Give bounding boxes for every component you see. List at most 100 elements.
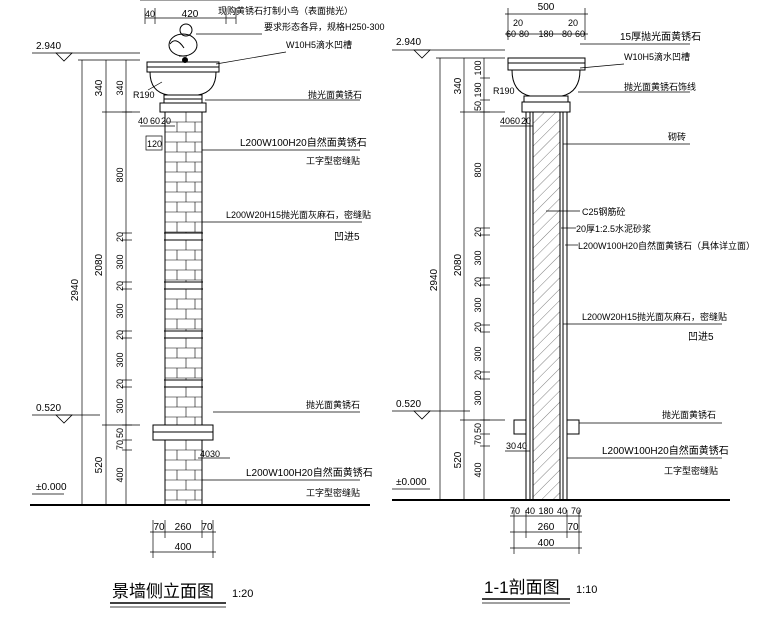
sect-note-cornice: 抛光面黄锈石饰线 <box>624 81 696 92</box>
sect-dim-upper: 340 <box>453 77 464 94</box>
sect-dim-80a: 80 <box>519 29 529 39</box>
elev-inner-dim: 70 <box>115 440 125 450</box>
sect-bottom-70c: 70 <box>567 522 579 533</box>
elev-level-mid: 0.520 <box>36 403 61 414</box>
sect-inner-dim: 50 <box>473 423 483 433</box>
sect-dim-30s: 30 <box>506 441 516 451</box>
elev-column-body <box>164 111 203 506</box>
elev-title-block: 景墙侧立面图 1:20 <box>110 582 253 608</box>
note-bird-1: 现购黄锈石打制小鸟（表面抛光） <box>218 5 353 16</box>
elev-bottom-400: 400 <box>175 542 192 553</box>
elev-inner-dim: 20 <box>115 232 125 242</box>
sect-column-body <box>525 111 568 501</box>
sect-bottom-40a: 40 <box>525 506 535 516</box>
elev-inner-dim: 20 <box>115 379 125 389</box>
sect-top-dimensions: 500 20 20 60 80 180 80 60 <box>505 2 588 40</box>
elev-inner-dim: 340 <box>115 80 125 95</box>
elev-dim-40s: 40 <box>138 116 148 126</box>
sect-dim-60s: 60 <box>510 116 520 126</box>
elev-radius: R190 <box>133 90 155 100</box>
elev-bottom-260: 260 <box>175 522 192 533</box>
note-stone-2: L200W100H20自然面黄锈石 <box>246 466 373 479</box>
sect-note-granite-1: L200W20H15抛光面灰麻石，密缝贴 <box>582 311 727 322</box>
sect-dim-40s: 40 <box>500 116 510 126</box>
note-band: 抛光面黄锈石 <box>306 399 360 410</box>
elev-scale: 1:20 <box>232 588 253 600</box>
sect-cap: R190 <box>493 57 586 113</box>
sect-small-dimensions: 40 60 20 30 40 <box>500 116 533 452</box>
sect-level-top: 2.940 <box>396 37 421 48</box>
elev-small-dimensions: 40 60 20 120 40 30 <box>138 116 230 459</box>
sect-dim-body: 2080 <box>453 253 464 276</box>
sect-inner-dim: 300 <box>473 346 483 361</box>
elev-level-top: 2.940 <box>36 41 61 52</box>
note-bird-2: 要求形态各异，规格H250-300 <box>264 21 385 32</box>
note-granite-1: L200W20H15抛光面灰麻石，密缝贴 <box>226 209 371 220</box>
elev-dim-40b: 40 <box>200 449 210 459</box>
elev-dim-60s: 60 <box>150 116 160 126</box>
bird-ornament <box>168 23 198 63</box>
note-joint-2: 工字型密缝贴 <box>306 487 360 498</box>
sect-dim-40b: 40 <box>517 441 527 451</box>
sect-title: 1-1剖面图 <box>484 578 560 597</box>
note-joint-1: 工字型密缝贴 <box>306 155 360 166</box>
note-cap: 抛光面黄锈石 <box>308 89 362 100</box>
sect-dim-lower: 520 <box>453 451 464 468</box>
elev-notes: 现购黄锈石打制小鸟（表面抛光） 要求形态各异，规格H250-300 W10H5滴… <box>196 5 385 498</box>
sect-inner-dim: 20 <box>473 370 483 380</box>
sect-note-stone-1: L200W100H20自然面黄锈石（具体详立面） <box>578 240 755 251</box>
sect-inner-dim: 190 <box>473 82 483 97</box>
elev-inner-dim: 800 <box>115 167 125 182</box>
elev-base-band <box>152 424 214 441</box>
elev-dim-40: 40 <box>145 9 155 19</box>
sect-bottom-400: 400 <box>538 538 555 549</box>
elev-inner-dim: 300 <box>115 398 125 413</box>
sect-inner-dim: 400 <box>473 462 483 477</box>
sect-inner-dim: 20 <box>473 227 483 237</box>
sect-note-concrete: C25钢筋砼 <box>582 206 626 217</box>
sect-note-recess-1: 凹进5 <box>688 331 714 343</box>
sect-dim-total: 2940 <box>429 268 440 291</box>
elev-inner-dim: 20 <box>115 330 125 340</box>
elev-outer-dimensions: 2940 340 2080 520 <box>70 59 140 506</box>
sect-dim-20s: 20 <box>521 116 531 126</box>
elev-inner-dim: 50 <box>115 428 125 438</box>
sect-inner-dim: 800 <box>473 162 483 177</box>
elev-inner-dim: 400 <box>115 467 125 482</box>
sect-dim-20b: 20 <box>568 18 578 28</box>
elev-inner-dim: 20 <box>115 281 125 291</box>
sect-note-stone-2: L200W100H20自然面黄锈石 <box>602 444 729 457</box>
elevation-view: 500 420 40 2.940 0.520 ±0.000 2940 340 2… <box>30 0 385 608</box>
sect-outer-dimensions: 2940 340 2080 520 <box>429 57 505 501</box>
sect-bottom-180: 180 <box>538 506 553 516</box>
elev-level-markers: 2.940 0.520 ±0.000 <box>32 41 140 495</box>
sect-note-cap: 15厚抛光面黄锈石 <box>620 30 701 43</box>
elev-top-dimensions: 500 420 40 <box>140 0 240 24</box>
sect-inner-dim: 20 <box>473 322 483 332</box>
sect-bottom-70a: 70 <box>510 506 520 516</box>
elev-inner-dim: 300 <box>115 352 125 367</box>
elev-dim-420: 420 <box>182 9 199 20</box>
sect-inner-dim: 300 <box>473 390 483 405</box>
sect-note-band: 抛光面黄锈石 <box>662 409 716 420</box>
elev-inner-dimensions: 340 800 20 300 20 300 20 300 20 300 50 7… <box>115 60 132 505</box>
elev-cap: R190 <box>133 61 220 113</box>
elev-bottom-70b: 70 <box>201 522 213 533</box>
sect-dim-500: 500 <box>538 2 555 13</box>
sect-bottom-40b: 40 <box>557 506 567 516</box>
elev-dim-lower: 520 <box>94 456 105 473</box>
sect-notes: 15厚抛光面黄锈石 W10H5滴水凹槽 抛光面黄锈石饰线 砌砖 C25钢筋砼 2… <box>546 30 755 476</box>
sect-bottom-70b: 70 <box>571 506 581 516</box>
sect-dim-80b: 80 <box>562 29 572 39</box>
note-recess-1: 凹进5 <box>334 231 360 243</box>
elev-bottom-dimensions: 70 260 70 400 <box>150 520 216 558</box>
sect-title-block: 1-1剖面图 1:10 <box>482 578 597 604</box>
elev-level-base: ±0.000 <box>36 482 67 493</box>
sect-dim-60b: 60 <box>575 29 585 39</box>
elev-dim-body: 2080 <box>94 253 105 276</box>
elev-dim-total: 2940 <box>70 278 81 301</box>
note-groove: W10H5滴水凹槽 <box>286 39 352 50</box>
elev-dim-30b: 30 <box>210 449 220 459</box>
sect-inner-dim: 50 <box>473 101 483 111</box>
